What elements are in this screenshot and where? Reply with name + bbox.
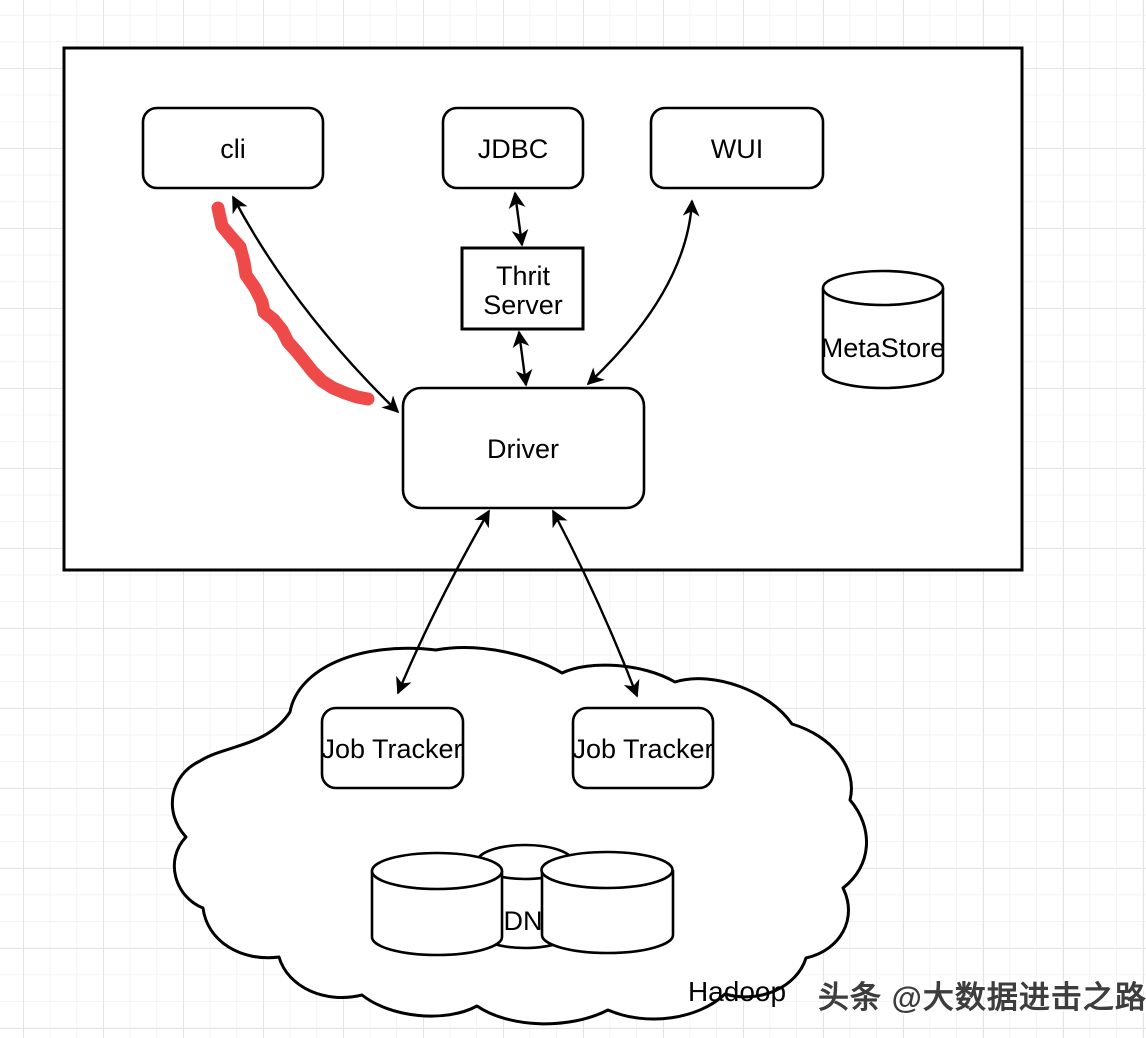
watermark-text: 头条 @大数据进击之路 bbox=[818, 980, 1146, 1015]
dn-cylinder-left bbox=[370, 851, 504, 957]
red-marker-stroke bbox=[211, 201, 375, 406]
dn-cylinder-right bbox=[540, 850, 675, 955]
thrift-server-node bbox=[460, 246, 585, 331]
hadoop-cloud-label: Hadoop bbox=[688, 976, 786, 1007]
job-tracker-right-label: Job Tracker bbox=[572, 734, 713, 764]
wui-label: WUI bbox=[711, 134, 763, 164]
job-tracker-left-node bbox=[320, 706, 465, 790]
edge-driver-jobtracker-right bbox=[551, 509, 640, 698]
jdbc-label: JDBC bbox=[478, 134, 549, 164]
metastore-cylinder-body bbox=[821, 288, 945, 390]
job-tracker-right-node bbox=[571, 706, 715, 790]
cli-label: cli bbox=[220, 134, 246, 164]
edge-thrift-driver bbox=[512, 330, 533, 387]
cli-node bbox=[141, 106, 325, 190]
jdbc-node bbox=[441, 106, 585, 190]
driver-node bbox=[401, 386, 646, 510]
metastore-label: MetaStore bbox=[821, 333, 946, 363]
metastore-cylinder-top bbox=[821, 269, 945, 307]
edge-jdbc-thrift bbox=[508, 191, 529, 247]
edge-cli-driver bbox=[231, 195, 400, 414]
edge-driver-jobtracker-left bbox=[396, 509, 491, 695]
hadoop-cloud bbox=[170, 646, 869, 1026]
job-tracker-left-label: Job Tracker bbox=[321, 734, 462, 764]
thrift-server-label-line1: Thrit bbox=[496, 261, 550, 291]
dn-label: DN bbox=[504, 906, 543, 936]
wui-node bbox=[649, 106, 825, 190]
thrift-server-label-line2: Server bbox=[483, 290, 563, 320]
edge-wui-driver bbox=[586, 199, 700, 386]
driver-label: Driver bbox=[487, 434, 559, 464]
